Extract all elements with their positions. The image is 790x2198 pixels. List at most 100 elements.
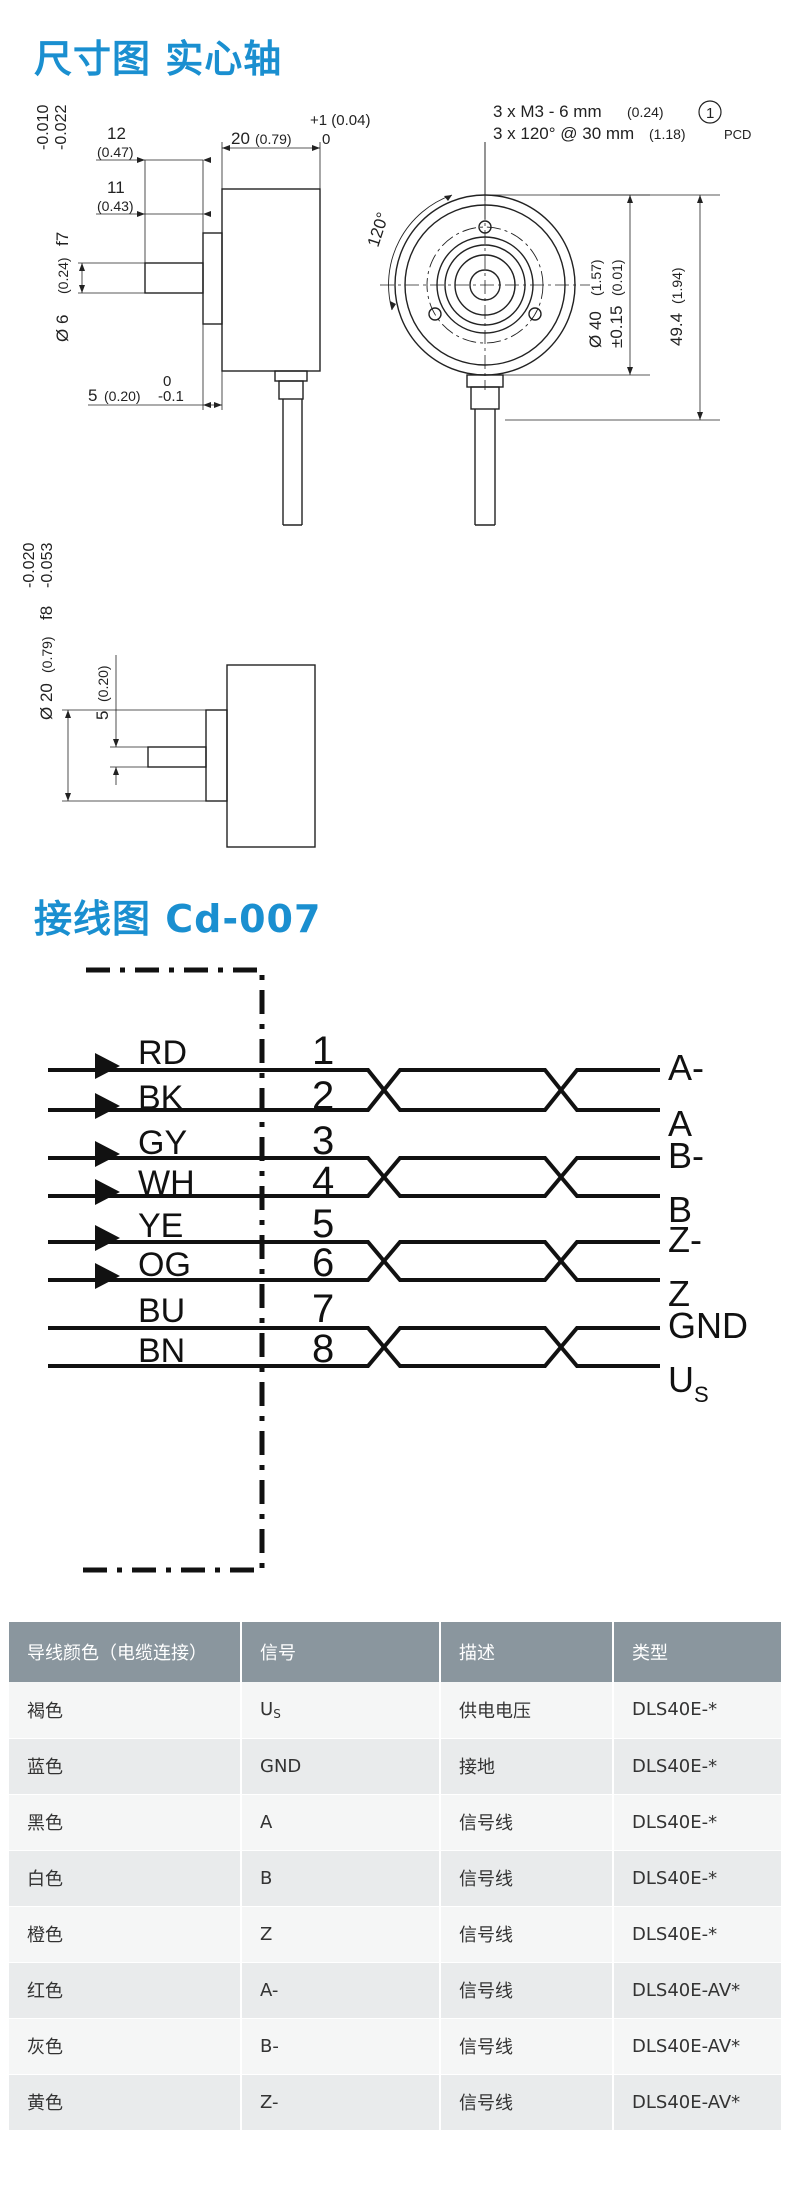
wire-arrow: [95, 1179, 120, 1205]
type-cell: DLS40E-AV*: [613, 2018, 781, 2075]
mount-line2: 3 x 120° @ 30 mm: [493, 124, 634, 143]
len49: 49.4: [667, 313, 686, 346]
shaft-tol-bot: -0.022: [53, 105, 70, 150]
pin-number: 4: [312, 1159, 334, 1203]
type-cell: DLS40E-*: [613, 1906, 781, 1963]
cable-gland-side: [274, 370, 308, 382]
description-cell: 供电电压: [440, 1682, 614, 1739]
pin-number: 8: [312, 1327, 334, 1371]
dia40: Ø 40: [586, 311, 605, 348]
pin-number: 1: [312, 1029, 334, 1073]
signal-cell: A: [241, 1794, 441, 1851]
signal-cell: Z: [241, 1906, 441, 1963]
shaft-side-2: [147, 746, 207, 768]
description-cell: 信号线: [440, 1794, 614, 1851]
signal-label: Z: [668, 1273, 690, 1314]
wire-bn: [48, 1326, 660, 1368]
shaft-dia-label: Ø 6: [53, 315, 72, 342]
wire-bk: [48, 1068, 660, 1112]
header-type: 类型: [613, 1622, 781, 1682]
wire-color-cell: 黑色: [9, 1794, 242, 1851]
len12: 12: [107, 124, 126, 143]
signal-cell: B-: [241, 2018, 441, 2075]
mount-line1: 3 x M3 - 6 mm: [493, 102, 602, 121]
len5: 5: [88, 386, 97, 405]
flange-dia: Ø 20: [37, 683, 56, 720]
signal-cell: US: [241, 1682, 441, 1739]
wire-arrow: [95, 1093, 120, 1119]
encoder-body-side: [221, 188, 321, 372]
wiring-title: 接线图 Cd-007: [34, 897, 322, 941]
type-cell: DLS40E-*: [613, 1682, 781, 1739]
pcd: PCD: [724, 127, 751, 142]
signal-cell: GND: [241, 1738, 441, 1795]
wire-color-cell: 灰色: [9, 2018, 242, 2075]
pin-number: 7: [312, 1287, 334, 1331]
wire-color-cell: 橙色: [9, 1906, 242, 1963]
mount-line2-in: (1.18): [649, 126, 686, 142]
description-cell: 信号线: [440, 2018, 614, 2075]
mount-line1-in: (0.24): [627, 104, 664, 120]
wire-og: [48, 1240, 660, 1282]
wire-rd: [48, 1068, 660, 1112]
type-cell: DLS40E-*: [613, 1850, 781, 1907]
wire-color-label: BN: [138, 1332, 185, 1370]
wire-color-label: GY: [138, 1124, 187, 1162]
shaft-fit: f7: [53, 232, 72, 246]
mount-hole-2: [428, 307, 442, 321]
dia40-in: (1.57): [588, 259, 604, 296]
description-cell: 信号线: [440, 1850, 614, 1907]
len5-tol-bot: -0.1: [158, 388, 184, 405]
encoder-body-side-2: [226, 664, 316, 848]
wire-color-label: YE: [138, 1207, 183, 1245]
dia40-tol-in: (0.01): [609, 259, 625, 296]
note-marker: 1: [706, 105, 714, 122]
flange-fit: f8: [37, 606, 56, 620]
dimensions-title: 尺寸图 实心轴: [34, 37, 283, 81]
signal-label: B: [668, 1189, 692, 1230]
flange-tol-bot: -0.053: [39, 543, 56, 588]
description-cell: 接地: [440, 1738, 614, 1795]
shaft-side: [144, 262, 204, 294]
pin-number: 2: [312, 1074, 334, 1118]
len20: 20: [231, 129, 250, 148]
len5b-in: (0.20): [95, 665, 111, 702]
wire-arrow: [95, 1225, 120, 1251]
signal-label: US: [668, 1359, 709, 1407]
wire-color-label: WH: [138, 1164, 195, 1202]
dimension-drawing: -0.010 -0.022 Ø 6 (0.24) f7 12 (0.47) 1 1…: [21, 100, 751, 848]
flange-dia-in: (0.79): [39, 636, 55, 673]
len12-in: (0.47): [97, 144, 134, 160]
description-cell: 信号线: [440, 1906, 614, 1963]
wire-ye: [48, 1240, 660, 1282]
wire-color-label: RD: [138, 1034, 187, 1072]
type-cell: DLS40E-*: [613, 1738, 781, 1795]
wire-bu: [48, 1326, 660, 1368]
pin-number: 6: [312, 1241, 334, 1285]
header-description: 描述: [440, 1622, 614, 1682]
pin-number: 5: [312, 1202, 334, 1246]
shaft-dia-in: (0.24): [55, 257, 71, 294]
flange-side-2: [205, 709, 228, 802]
shaft-tol-top: -0.010: [35, 105, 52, 150]
tol-zero: 0: [322, 131, 330, 148]
tol-plus: +1 (0.04): [310, 112, 370, 129]
signal-label: A-: [668, 1047, 704, 1088]
wire-color-cell: 红色: [9, 1962, 242, 2019]
signal-cell: B: [241, 1850, 441, 1907]
signal-cell: A-: [241, 1962, 441, 2019]
signal-label: GND: [668, 1305, 748, 1346]
signal-label: B-: [668, 1135, 704, 1176]
angle-label: 120°: [364, 210, 393, 249]
len20-in: (0.79): [255, 131, 292, 147]
wire-color-cell: 黄色: [9, 2074, 242, 2131]
